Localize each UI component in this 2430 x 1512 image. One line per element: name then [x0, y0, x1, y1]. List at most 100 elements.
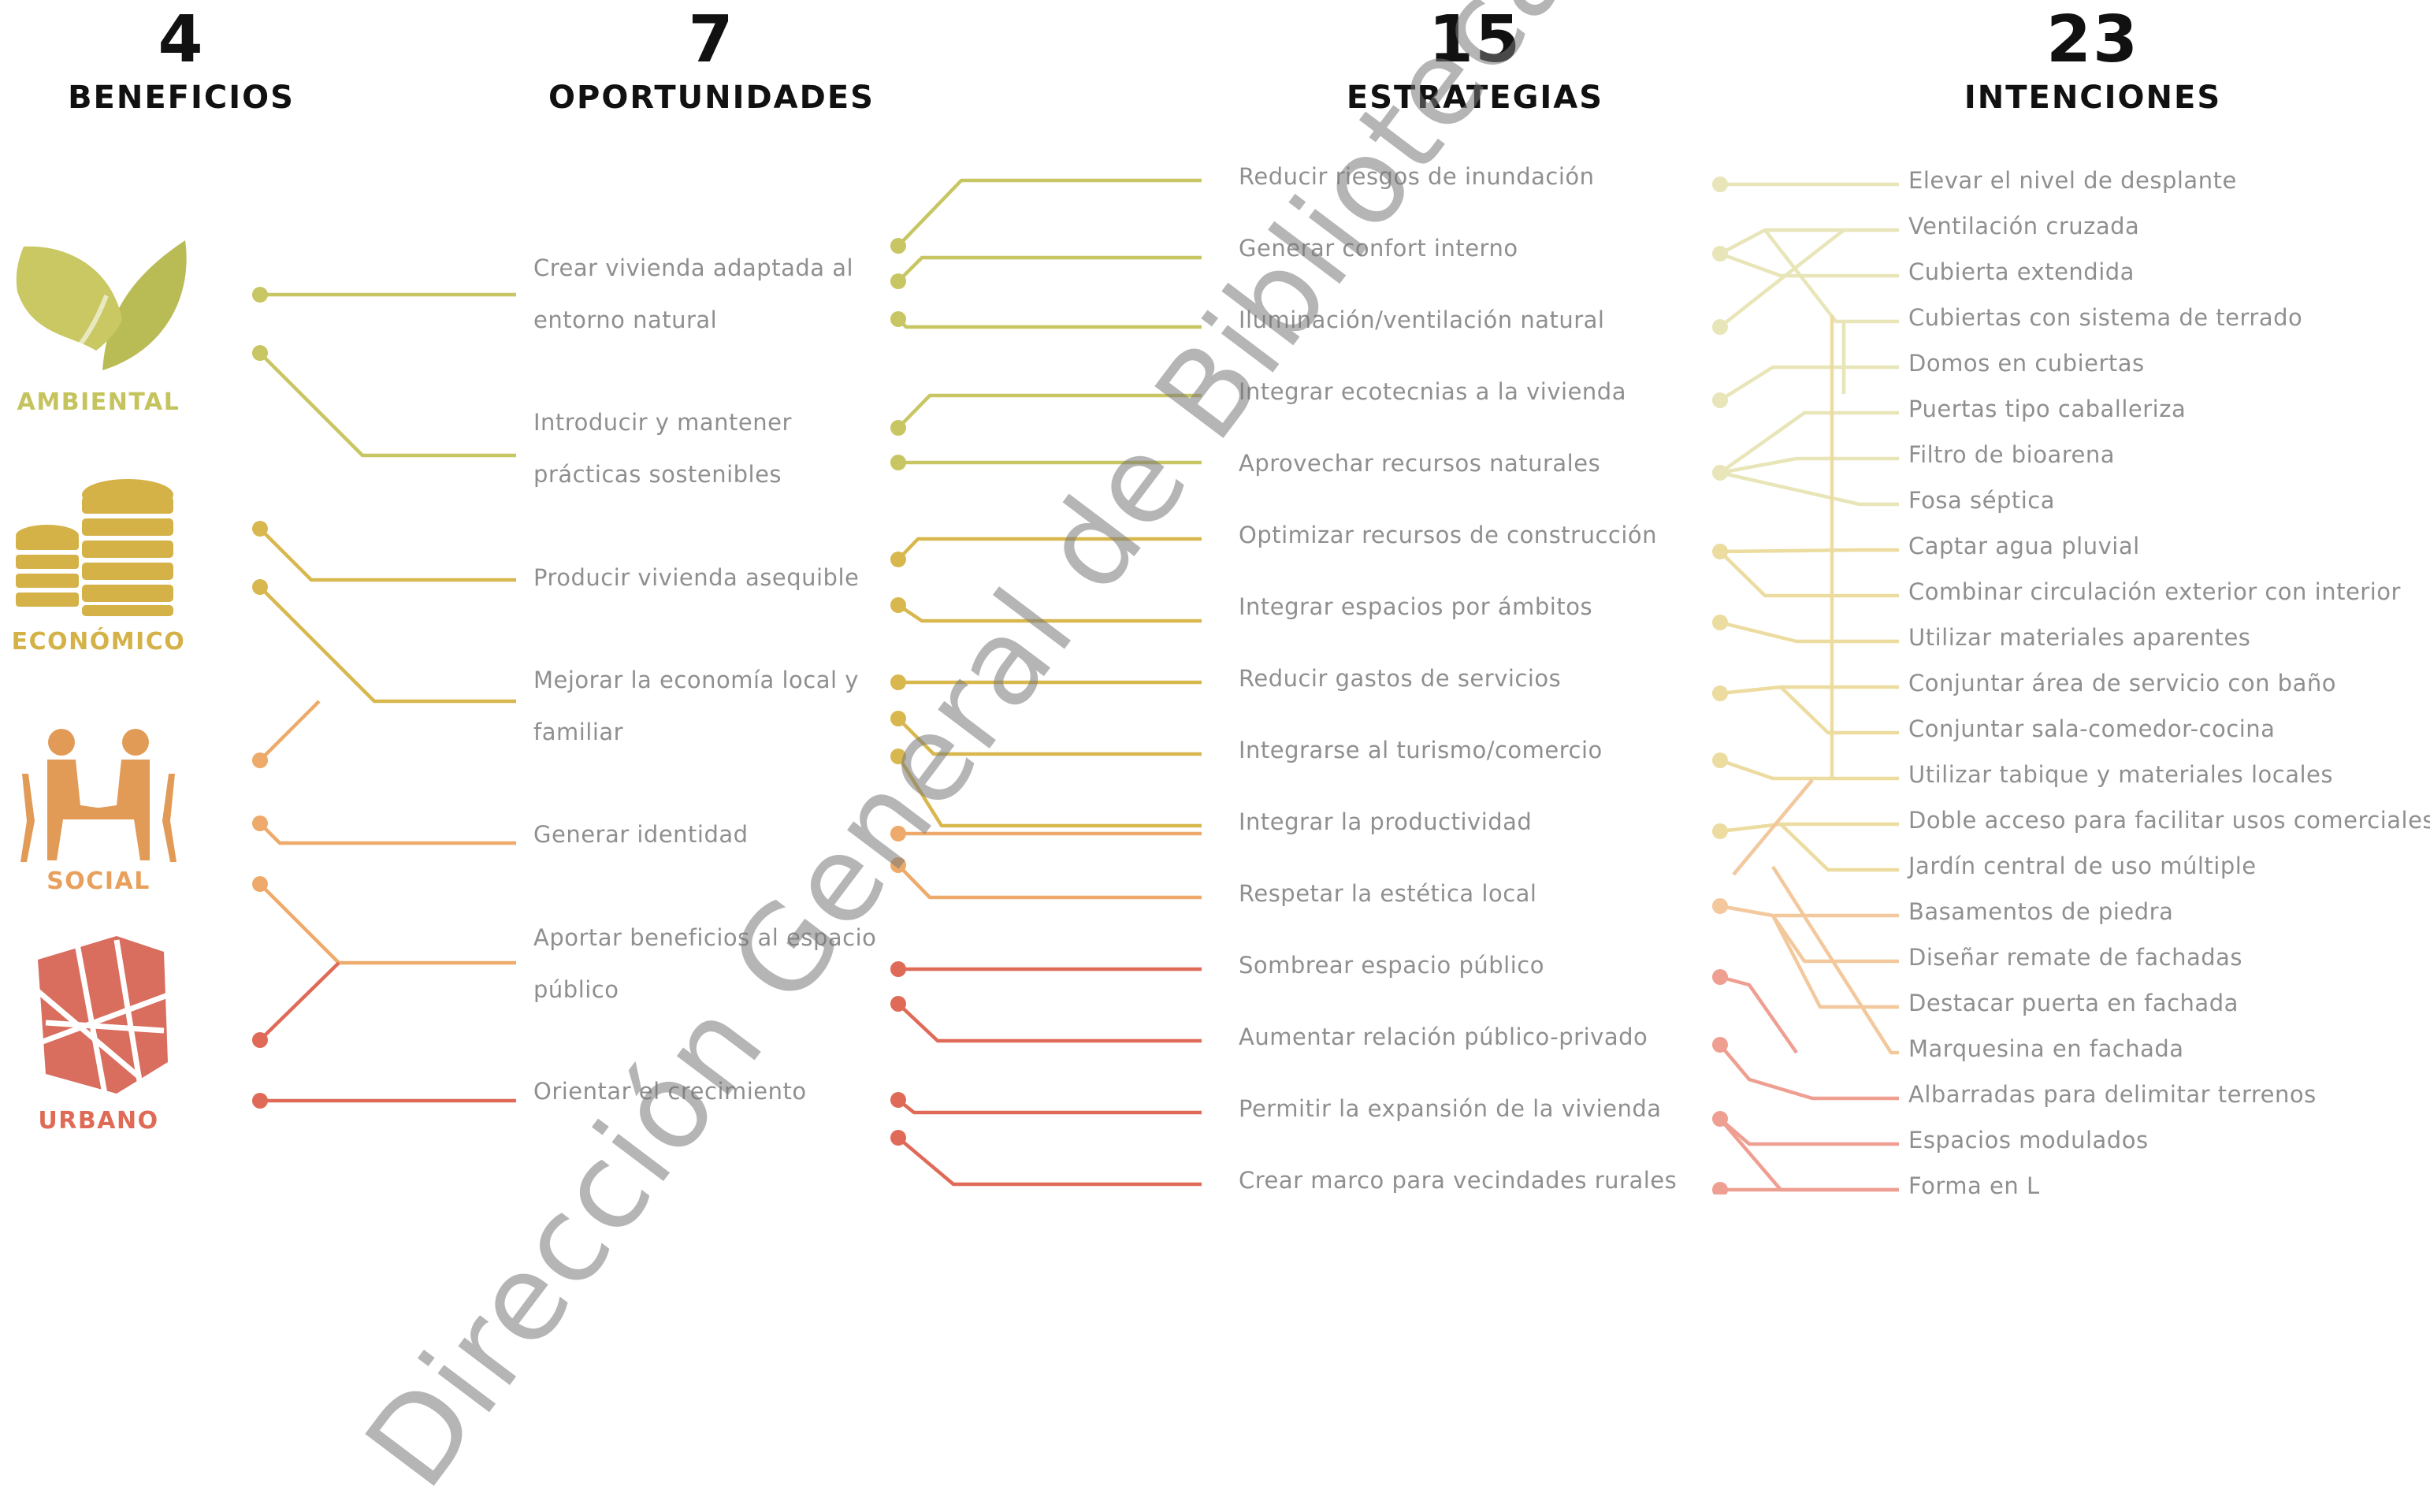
strategy-item: Crear marco para vecindades rurales	[1239, 1167, 1678, 1194]
connector-node	[890, 597, 906, 613]
intention-item: Filtro de bioarena	[1908, 441, 2116, 468]
intention-item: Fosa séptica	[1908, 487, 2055, 514]
connector-line	[1718, 411, 1899, 474]
connector-line	[1719, 251, 1899, 278]
category-label-urbano: URBANO	[38, 1107, 159, 1135]
strategy-item: Generar confort interno	[1239, 235, 1518, 262]
connector-node	[890, 996, 906, 1012]
connector-node	[890, 711, 906, 726]
connector-line	[258, 961, 340, 1042]
connector-line	[1719, 758, 1899, 781]
connector-node	[890, 1092, 906, 1108]
intention-item: Marquesina en fachada	[1908, 1035, 2184, 1062]
intention-item: Conjuntar área de servicio con baño	[1908, 670, 2336, 697]
opportunity-line: prácticas sostenibles	[533, 461, 782, 488]
connector-node	[252, 752, 268, 768]
connector-line	[897, 717, 1202, 756]
connector-line	[1779, 823, 1899, 872]
connector-line	[897, 178, 1202, 247]
opportunities-count: 7	[688, 2, 735, 77]
connector-line	[897, 1136, 1202, 1187]
strategy-item: Integrar ecotecnias a la vivienda	[1239, 378, 1626, 405]
connector-node	[1712, 319, 1728, 335]
strategy-item: Sombrear espacio público	[1239, 952, 1544, 979]
connector-node	[252, 1093, 268, 1109]
connector-node	[890, 857, 906, 873]
connector-line	[1718, 1043, 1899, 1101]
strategy-item: Integrarse al turismo/comercio	[1239, 737, 1603, 763]
strategy-item: Integrar espacios por ámbitos	[1239, 593, 1593, 620]
strategy-item: Reducir riesgos de inundación	[1239, 163, 1595, 190]
connector-node	[252, 345, 268, 361]
connector-node	[890, 1130, 906, 1146]
connector-line	[1771, 914, 1899, 964]
intention-item: Utilizar tabique y materiales locales	[1908, 761, 2333, 788]
opportunity-line: Generar identidad	[533, 821, 749, 848]
connector-line	[1771, 914, 1899, 1009]
intention-item: Cubierta extendida	[1908, 258, 2135, 285]
connector-line	[258, 351, 516, 458]
intention-item: Utilizar materiales aparentes	[1908, 624, 2251, 651]
category-label-economico: ECONÓMICO	[11, 628, 186, 656]
connector-line	[1779, 685, 1899, 735]
opportunity-line: público	[533, 976, 619, 1003]
connector-line	[1718, 550, 1899, 598]
connector-line	[897, 393, 1202, 429]
strategy-item: Iluminación/ventilación natural	[1239, 306, 1605, 333]
connector-line	[1732, 778, 1814, 876]
connector-line	[258, 882, 516, 965]
connector-node	[1712, 392, 1728, 408]
connector-line	[897, 755, 1202, 828]
intention-item: Elevar el nivel de desplante	[1908, 167, 2237, 194]
connector-line	[1771, 865, 1899, 1055]
people-icon	[20, 729, 176, 862]
connector-node	[890, 273, 906, 289]
connector-line	[1718, 1117, 1899, 1192]
connector-node	[252, 1032, 268, 1048]
connector-line	[258, 527, 516, 582]
opportunity-line: Orientar el crecimiento	[533, 1078, 807, 1105]
connector-node	[890, 674, 906, 690]
strategy-item: Permitir la expansión de la vivienda	[1239, 1095, 1662, 1122]
category-label-ambiental: AMBIENTAL	[17, 388, 180, 416]
connector-line	[897, 864, 1202, 900]
opportunity-item: Aportar beneficios al espacio público	[533, 912, 904, 1016]
intention-item: Espacios modulados	[1908, 1127, 2149, 1154]
opportunity-line: Aportar beneficios al espacio	[533, 924, 877, 951]
benefits-header: BENEFICIOS	[68, 80, 295, 116]
connector-line	[1763, 228, 1899, 324]
connector-line	[1718, 1117, 1899, 1146]
connector-line	[1719, 456, 1899, 475]
strategies-header: ESTRATEGIAS	[1346, 80, 1604, 116]
intention-item: Captar agua pluvial	[1908, 533, 2140, 559]
connector-node	[890, 420, 906, 436]
opportunity-line: Crear vivienda adaptada al	[533, 254, 854, 281]
opportunity-item: Introducir y mantener prácticas sostenib…	[533, 396, 904, 500]
connector-node	[1712, 1037, 1728, 1053]
opportunity-item: Orientar el crecimiento	[533, 1065, 904, 1117]
intentions-count: 23	[2045, 2, 2140, 77]
connector-line	[1719, 620, 1899, 644]
connector-line	[897, 1098, 1202, 1115]
connector-diagram	[252, 176, 1899, 1194]
strategy-item: Reducir gastos de servicios	[1239, 665, 1562, 692]
connector-node	[1712, 1182, 1728, 1194]
connector-line	[1719, 548, 1899, 554]
connector-line	[258, 822, 516, 845]
connector-node	[1712, 176, 1728, 192]
connector-line	[1718, 365, 1899, 402]
intention-item: Domos en cubiertas	[1908, 350, 2145, 377]
intentions-header: INTENCIONES	[1964, 80, 2222, 116]
connector-line	[897, 537, 1202, 561]
connector-line	[1719, 822, 1899, 834]
opportunity-line: familiar	[533, 719, 624, 745]
intention-item: Puertas tipo caballeriza	[1908, 396, 2187, 422]
intention-item: Ventilación cruzada	[1908, 213, 2140, 240]
strategy-item: Respetar la estética local	[1239, 880, 1537, 907]
connector-line	[1718, 228, 1899, 255]
connector-line	[897, 255, 1202, 283]
urban-map-icon	[28, 936, 169, 1094]
opportunity-line: Producir vivienda asequible	[533, 564, 860, 591]
coins-icon	[16, 479, 173, 616]
connector-node	[252, 287, 268, 303]
